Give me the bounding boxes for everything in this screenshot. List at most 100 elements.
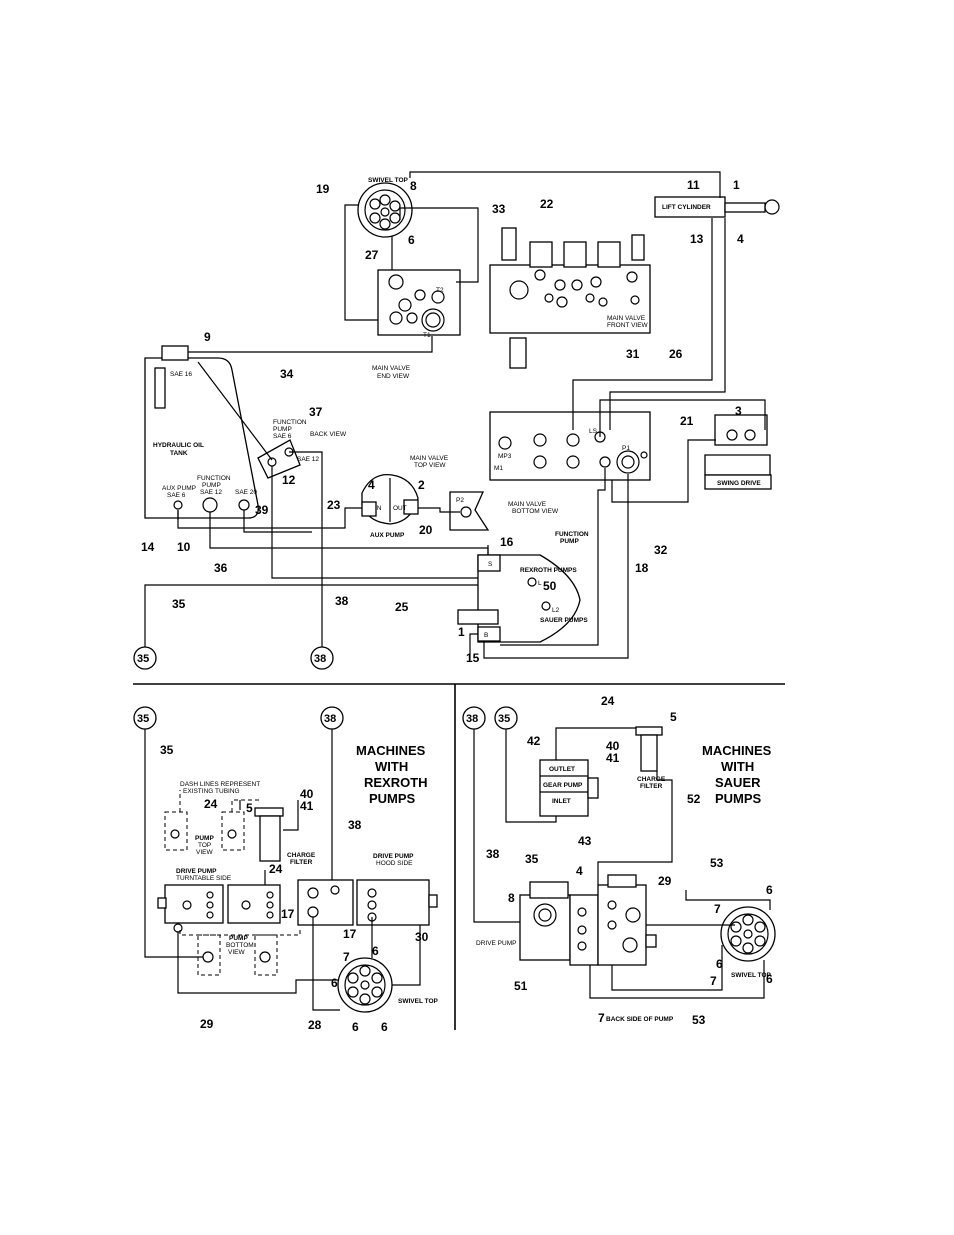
pump-bottom-view: PUMP BOTTOM VIEW bbox=[179, 930, 301, 976]
callout-19: 19 bbox=[316, 182, 330, 196]
svg-text:38: 38 bbox=[466, 713, 478, 725]
sauer-title-line2: WITH bbox=[721, 759, 754, 774]
callout-2: 2 bbox=[418, 478, 425, 492]
aux-pump: IN OUT AUX PUMP bbox=[361, 473, 419, 539]
callout-34: 34 bbox=[280, 367, 294, 381]
port-s-label: S bbox=[488, 561, 493, 568]
connector-35-rexroth: 35 bbox=[133, 706, 157, 730]
callout-24-sauer: 24 bbox=[601, 694, 615, 708]
function-pump-back-label2: PUMP bbox=[273, 426, 292, 433]
sauer-pumps-label: SAUER PUMPS bbox=[540, 617, 588, 624]
swivel-top-rexroth: SWIVEL TOP bbox=[337, 957, 439, 1013]
function-pump-tank-label3: SAE 12 bbox=[200, 489, 222, 496]
callout-35-sauer-line: 35 bbox=[525, 852, 539, 866]
main-valve-front-view: MAIN VALVE FRONT VIEW bbox=[489, 227, 651, 369]
function-pump-back-label1: FUNCTION bbox=[273, 419, 307, 426]
callout-24-rexroth-bottom: 24 bbox=[269, 862, 283, 876]
main-valve-top-view: P2 MAIN VALVE TOP VIEW bbox=[410, 455, 490, 531]
port-b-label: B bbox=[484, 632, 488, 639]
callout-1-pump: 1 bbox=[458, 625, 465, 639]
aux-pump-in-label: IN bbox=[375, 505, 382, 512]
lift-cylinder-label: LIFT CYLINDER bbox=[662, 204, 711, 211]
svg-text:35: 35 bbox=[137, 653, 149, 665]
callout-6-sauer-left: 6 bbox=[716, 957, 723, 971]
callout-38-sauer-line: 38 bbox=[486, 847, 500, 861]
callout-23: 23 bbox=[327, 498, 341, 512]
svg-text:38: 38 bbox=[324, 713, 336, 725]
callout-31: 31 bbox=[626, 347, 640, 361]
callout-8-sauer: 8 bbox=[508, 891, 515, 905]
callout-6-sauer-top: 6 bbox=[766, 883, 773, 897]
lift-cylinder: LIFT CYLINDER bbox=[654, 196, 780, 218]
connector-35-top: 35 bbox=[133, 646, 157, 670]
rexroth-title-line1: MACHINES bbox=[356, 743, 426, 758]
callout-40-sauer: 40 bbox=[606, 739, 620, 753]
main-valve-front-label2: FRONT VIEW bbox=[607, 322, 649, 329]
aux-pump-out-label: OUT bbox=[393, 505, 407, 512]
callout-6-rexroth-left: 6 bbox=[331, 976, 338, 990]
callout-13: 13 bbox=[690, 232, 704, 246]
aux-pump-label: AUX PUMP bbox=[370, 532, 405, 539]
charge-filter-rexroth-label2: FILTER bbox=[290, 859, 313, 866]
function-pump-tank-label1: FUNCTION bbox=[197, 475, 231, 482]
callout-21: 21 bbox=[680, 414, 694, 428]
port-p1-label: P1 bbox=[622, 445, 630, 452]
rexroth-hoses bbox=[144, 729, 421, 1011]
main-valve-end-label1: MAIN VALVE bbox=[372, 365, 411, 372]
callout-10: 10 bbox=[177, 540, 191, 554]
main-valve-front-label1: MAIN VALVE bbox=[607, 315, 646, 322]
hydraulic-oil-tank: SAE 16 HYDRAULIC OIL TANK AUX PUMP SAE 6… bbox=[144, 345, 259, 519]
callout-12: 12 bbox=[282, 473, 296, 487]
charge-filter-sauer-label1: CHARGE bbox=[637, 776, 666, 783]
callout-32: 32 bbox=[654, 543, 668, 557]
callout-5-rexroth: 5 bbox=[246, 801, 253, 815]
swivel-top-rexroth-label: SWIVEL TOP bbox=[398, 998, 439, 1005]
gear-pump: OUTLET GEAR PUMP INLET bbox=[539, 759, 599, 817]
rexroth-title-line3: REXROTH bbox=[364, 775, 428, 790]
callout-39: 39 bbox=[255, 503, 269, 517]
callout-41-sauer: 41 bbox=[606, 751, 620, 765]
port-ls-label: LS bbox=[589, 428, 598, 435]
main-valve-end-label2: END VIEW bbox=[377, 373, 410, 380]
main-valve-bottom-label1: MAIN VALVE bbox=[508, 501, 547, 508]
callout-17-rexroth-right: 17 bbox=[343, 927, 357, 941]
callout-8-top: 8 bbox=[410, 179, 417, 193]
rexroth-title-line2: WITH bbox=[375, 759, 408, 774]
port-m1-label: M1 bbox=[494, 465, 503, 472]
callout-4-aux: 4 bbox=[368, 478, 375, 492]
sae12-label: SAE 12 bbox=[297, 456, 319, 463]
callout-1-top: 1 bbox=[733, 178, 740, 192]
rexroth-callouts: 35 24 5 40 41 38 24 17 17 30 7 6 6 29 28… bbox=[160, 743, 429, 1034]
callout-15: 15 bbox=[466, 651, 480, 665]
sauer-title-line4: PUMPS bbox=[715, 791, 762, 806]
main-valve-top-label2: TOP VIEW bbox=[414, 462, 446, 469]
callout-4-top: 4 bbox=[737, 232, 744, 246]
charge-filter-sauer: CHARGE FILTER bbox=[635, 726, 666, 790]
callout-20: 20 bbox=[419, 523, 433, 537]
port-t2-end: T2 bbox=[436, 287, 444, 294]
connector-38-sauer: 38 bbox=[462, 706, 486, 730]
callout-36: 36 bbox=[214, 561, 228, 575]
callout-11: 11 bbox=[687, 178, 700, 192]
connector-38-rexroth: 38 bbox=[320, 706, 344, 730]
callout-51: 51 bbox=[514, 979, 528, 993]
function-pump-label2: PUMP bbox=[560, 538, 579, 545]
callout-5-sauer: 5 bbox=[670, 710, 677, 724]
callout-16: 16 bbox=[500, 535, 514, 549]
callout-33: 33 bbox=[492, 202, 506, 216]
pump-top-label2: TOP bbox=[198, 842, 211, 849]
drive-pump-turntable-label1: DRIVE PUMP bbox=[176, 868, 217, 875]
callout-9: 9 bbox=[204, 330, 211, 344]
callout-42: 42 bbox=[527, 734, 541, 748]
callout-53-sauer-top: 53 bbox=[710, 856, 724, 870]
aux-pump-sae-label1: AUX PUMP bbox=[162, 485, 196, 492]
callout-6-rexroth-bottom2: 6 bbox=[381, 1020, 388, 1034]
inlet-label: INLET bbox=[552, 798, 571, 805]
callout-50: 50 bbox=[543, 579, 557, 593]
main-valve-end-view: T2 T1 MAIN VALVE END VIEW bbox=[372, 269, 461, 380]
hydraulic-oil-label2: TANK bbox=[170, 450, 188, 457]
top-callouts: 8 19 33 6 27 22 11 1 13 4 9 34 31 26 21 … bbox=[141, 178, 744, 665]
svg-text:35: 35 bbox=[137, 713, 149, 725]
back-side-of-pump-label: BACK SIDE OF PUMP bbox=[606, 1016, 674, 1023]
